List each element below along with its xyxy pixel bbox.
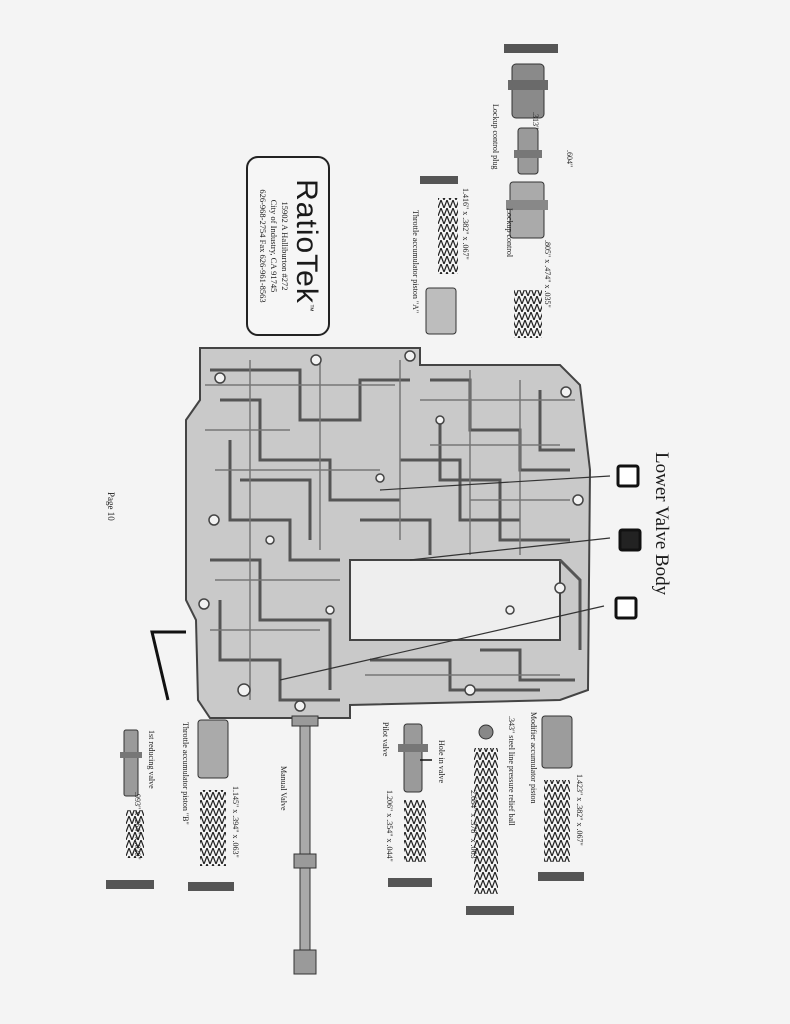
label-relief-ball: .343" steel line pressure relief ball (507, 716, 516, 826)
label-lockup-control: Lockup control (505, 208, 514, 258)
label-manual-valve: Manual Valve (279, 766, 288, 811)
page-number: Page 10 (106, 492, 116, 521)
check-ball-retainers (614, 464, 642, 620)
logo-phone-fax: 626-968-2754 Fax 626-961-8563 (258, 189, 268, 303)
label-spring-relief: 2.684" x .378" x .063" (469, 790, 478, 862)
leader-lines (279, 475, 611, 681)
label-throttle-piston-a: Throttle accumulator piston "A" (411, 210, 420, 314)
logo-name: RatioTek™ (290, 179, 323, 313)
label-spring-first: .993" x .264" x .029" (133, 792, 142, 860)
ratiotek-logo-box: RatioTek™ 15902 A Halliburton #272 City … (246, 156, 330, 336)
label-modifier-piston: Modifier accumulator piston (529, 712, 538, 804)
label-dim-604: .604" (565, 150, 574, 168)
bracket-mark (150, 630, 186, 701)
label-spring-lockup: .805" x .474" x .035" (543, 240, 552, 308)
lower-parts (106, 715, 584, 975)
label-lockup-control-plug: Lockup control plug (491, 104, 500, 170)
page-title: Lower Valve Body (651, 452, 672, 596)
label-spring-modifier: 1.423" x .382" x .067" (575, 774, 584, 846)
logo-address-line2: City of Industry, CA 91745 (269, 199, 279, 293)
label-first-reducing-valve: 1st reducing valve (147, 730, 156, 789)
lockup-parts (420, 44, 558, 338)
label-spring-pilot: 1.206" x .354" x .044" (385, 790, 394, 862)
valve-body-plate (185, 347, 592, 719)
label-spring-throttle-b: 1.145" x .394" x .063" (231, 786, 240, 858)
label-spring-throttle-a: 1.416" x .382" x .067" (461, 188, 470, 260)
logo-address-line1: 15902 A Halliburton #272 (280, 201, 290, 291)
label-throttle-piston-b: Throttle accumulator piston "B" (181, 722, 190, 825)
label-dim-313: .313" (531, 112, 540, 130)
label-pilot-valve: Pilot valve (381, 722, 390, 757)
label-hole-in-valve: Hole in valve (437, 740, 446, 784)
